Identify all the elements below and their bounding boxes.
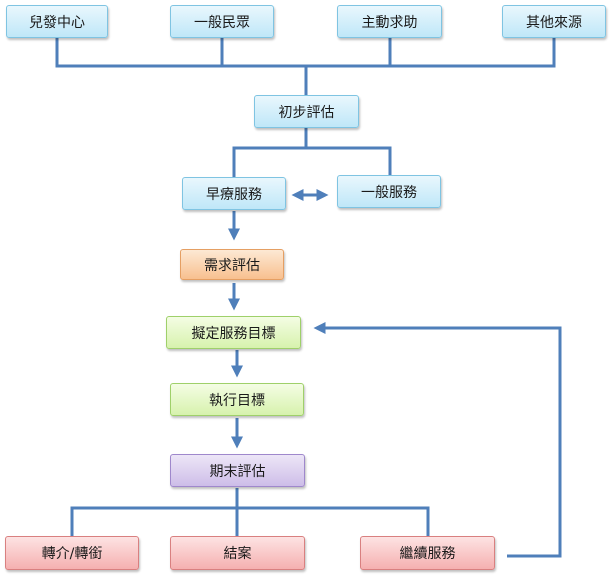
outcome-continue-service[interactable]: 繼續服務 [360, 536, 495, 570]
early-treatment-node[interactable]: 早療服務 [182, 177, 286, 210]
final-eval-node[interactable]: 期末評估 [170, 454, 305, 487]
needs-eval-node[interactable]: 需求評估 [180, 249, 284, 280]
outcome-close-case[interactable]: 結案 [170, 536, 305, 570]
general-service-node[interactable]: 一般服務 [337, 175, 441, 208]
source-self-help[interactable]: 主動求助 [337, 5, 442, 38]
sources-bracket-connector [55, 38, 556, 68]
outcome-referral[interactable]: 轉介/轉銜 [5, 536, 139, 570]
set-goals-node[interactable]: 擬定服務目標 [166, 316, 301, 349]
outcomes-bracket-connector [70, 488, 430, 536]
execute-goals-node[interactable]: 執行目標 [170, 383, 304, 416]
source-other[interactable]: 其他來源 [502, 5, 606, 38]
source-child-center[interactable]: 兒發中心 [6, 5, 108, 38]
initial-eval-split-connector [232, 128, 392, 177]
initial-eval-node[interactable]: 初步評估 [254, 95, 359, 128]
source-public[interactable]: 一般民眾 [170, 5, 274, 38]
continue-service-feedback-arrow [313, 322, 562, 558]
